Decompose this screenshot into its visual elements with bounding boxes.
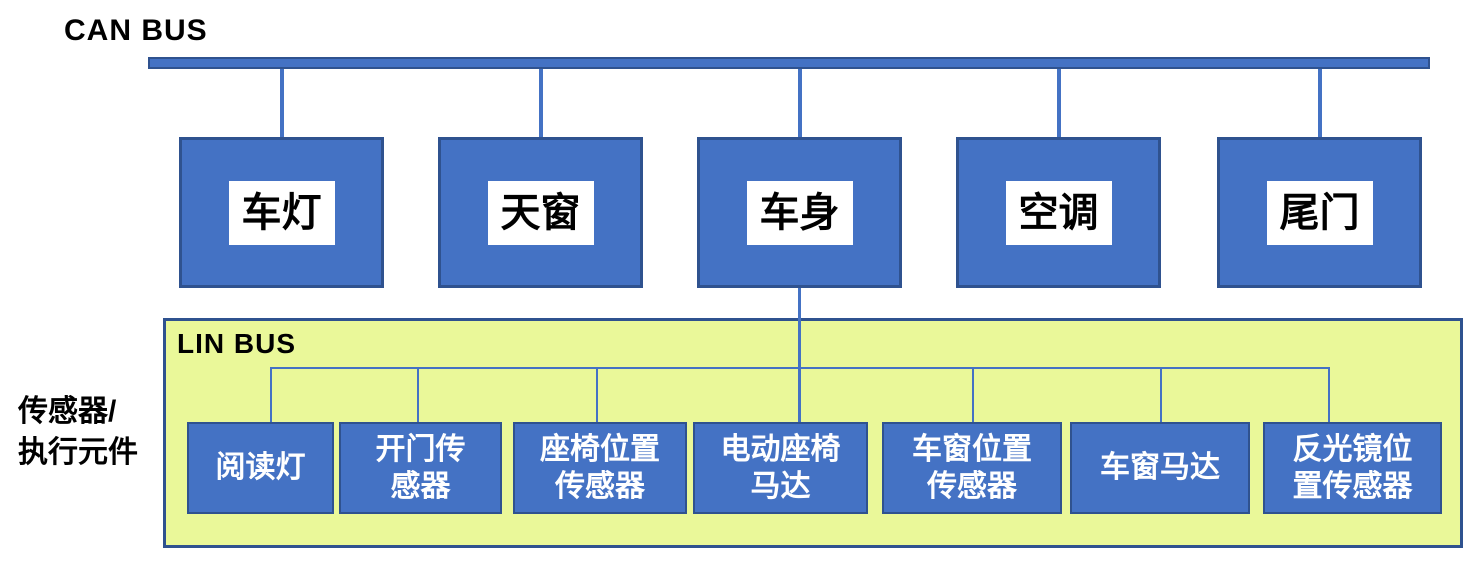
lin-connector-door-sensor xyxy=(417,367,419,423)
can-node-label: 车灯 xyxy=(228,180,335,245)
lin-node-reading-light: 阅读灯 xyxy=(187,422,334,514)
can-node-label: 车身 xyxy=(746,180,853,245)
body-to-lin-connector xyxy=(798,288,801,422)
can-connector-body xyxy=(798,69,802,137)
lin-node-label: 反光镜位 置传感器 xyxy=(1292,432,1413,504)
lin-node-seat-position-sensor: 座椅位置 传感器 xyxy=(513,422,687,514)
can-node-ac: 空调 xyxy=(956,137,1161,288)
can-connector-ac xyxy=(1057,69,1061,137)
lin-node-window-position-sensor: 车窗位置 传感器 xyxy=(882,422,1062,514)
lin-connector-reading-light xyxy=(270,367,272,423)
can-node-car-lights: 车灯 xyxy=(179,137,384,288)
lin-connector-window-position-sensor xyxy=(972,367,974,423)
can-node-sunroof: 天窗 xyxy=(438,137,643,288)
can-node-body: 车身 xyxy=(697,137,902,288)
can-connector-sunroof xyxy=(539,69,543,137)
lin-node-label: 座椅位置 传感器 xyxy=(540,432,660,504)
sensors-actuators-label: 传感器/ 执行元件 xyxy=(18,395,138,469)
can-bus-bar xyxy=(148,57,1430,69)
can-connector-car-lights xyxy=(280,69,284,137)
lin-bus-title: LIN BUS xyxy=(177,328,296,359)
lin-node-label: 电动座椅 马达 xyxy=(720,432,841,504)
lin-node-label: 开门传 感器 xyxy=(375,432,466,504)
lin-node-label: 车窗马达 xyxy=(1100,451,1220,485)
can-node-label: 尾门 xyxy=(1266,180,1373,245)
lin-connector-mirror-position-sensor xyxy=(1328,367,1330,423)
lin-node-door-sensor: 开门传 感器 xyxy=(339,422,502,514)
can-node-tailgate: 尾门 xyxy=(1217,137,1422,288)
lin-node-label: 车窗位置 传感器 xyxy=(912,432,1032,504)
lin-connector-window-motor xyxy=(1160,367,1162,423)
lin-node-seat-motor: 电动座椅 马达 xyxy=(693,422,868,514)
lin-node-label: 阅读灯 xyxy=(215,451,306,485)
lin-node-mirror-position-sensor: 反光镜位 置传感器 xyxy=(1263,422,1442,514)
lin-connector-seat-position-sensor xyxy=(596,367,598,423)
can-bus-title: CAN BUS xyxy=(64,14,208,47)
can-node-label: 空调 xyxy=(1005,180,1112,245)
can-node-label: 天窗 xyxy=(487,180,594,245)
lin-node-window-motor: 车窗马达 xyxy=(1070,422,1250,514)
can-connector-tailgate xyxy=(1318,69,1322,137)
